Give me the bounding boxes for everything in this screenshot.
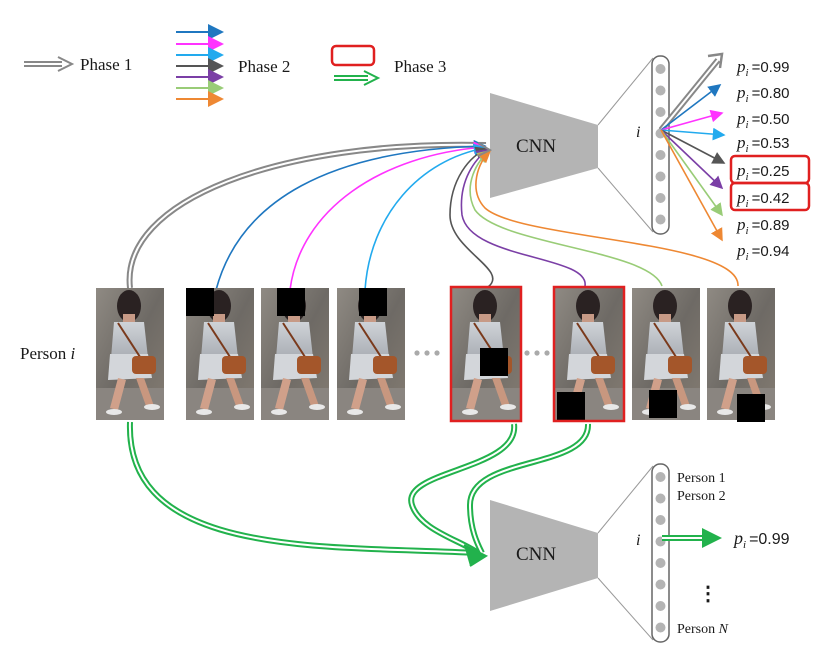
top-output-prob: pi=0.94 <box>736 241 790 263</box>
cnn-top-connector-lower <box>597 167 654 233</box>
ellipsis-dots-1 <box>414 350 440 356</box>
person-image-row <box>96 285 775 423</box>
person-image <box>552 285 626 423</box>
occlusion-patch <box>277 288 305 316</box>
neuron-node <box>655 214 666 225</box>
cnn-bottom-connector-upper <box>597 465 654 534</box>
cnn-top-connector-upper <box>597 57 654 126</box>
cnn-top-label: CNN <box>516 136 556 157</box>
neuron-node <box>655 107 666 117</box>
neuron-node <box>655 515 666 525</box>
top-output-prob: pi=0.25 <box>736 161 790 183</box>
top-neuron-index: i <box>636 124 640 141</box>
neuron-node <box>655 601 666 611</box>
top-output-arrows <box>658 52 726 242</box>
selected-frame <box>552 285 626 423</box>
top-output-prob: pi=0.99 <box>736 57 790 79</box>
top-output-prob: pi=0.89 <box>736 215 790 237</box>
neuron-node <box>655 85 666 96</box>
person-image <box>449 285 523 423</box>
top-output-prob: pi=0.53 <box>736 133 790 155</box>
top-output-prob: pi=0.42 <box>736 188 790 210</box>
neuron-node <box>655 579 666 590</box>
occlusion-patch <box>480 348 508 376</box>
legend-phase1-label: Phase 1 <box>80 55 132 74</box>
selected-frame <box>449 285 523 423</box>
neuron-node <box>655 622 666 633</box>
person-image <box>96 288 164 420</box>
bottom-output-prob: pi=0.99 <box>732 528 790 551</box>
phase3-curves <box>126 421 592 567</box>
cnn-bottom-label: CNN <box>516 544 556 565</box>
class-person-n: Person N <box>677 622 729 637</box>
person-label: Person i <box>20 344 76 363</box>
neuron-node <box>655 64 666 74</box>
legend-phase2-arrows <box>176 24 224 107</box>
legend-phase3-box <box>330 44 376 67</box>
neuron-node <box>655 472 666 482</box>
cnn-top-block <box>490 93 598 198</box>
top-neuron-column <box>651 55 670 235</box>
bottom-output-arrow <box>662 528 722 548</box>
occlusion-patch <box>737 394 765 422</box>
legend-phase2-label: Phase 2 <box>238 57 290 76</box>
phase2-curves <box>126 139 739 291</box>
person-image <box>337 288 405 420</box>
bottom-neuron-index: i <box>636 532 640 549</box>
occlusion-patch <box>649 390 677 418</box>
legend: Phase 1 Phase 2 Phase 3 <box>24 24 446 107</box>
neuron-node <box>655 493 666 504</box>
person-image <box>261 288 329 420</box>
neuron-node <box>655 193 666 203</box>
top-output-prob: pi=0.80 <box>736 83 790 105</box>
legend-phase3-arrow <box>334 70 381 86</box>
ellipsis-dots-2 <box>524 350 550 356</box>
neuron-node <box>655 171 666 182</box>
occlusion-patch <box>557 392 585 420</box>
person-image <box>632 288 700 420</box>
legend-phase3-label: Phase 3 <box>394 57 446 76</box>
occlusion-patch <box>359 288 387 316</box>
neuron-node <box>655 150 666 160</box>
top-output-prob: pi=0.50 <box>736 109 790 131</box>
cnn-bottom-block <box>490 500 598 611</box>
class-person-1: Person 1 <box>677 471 726 486</box>
legend-phase1-arrow <box>24 56 75 72</box>
person-image <box>707 288 775 422</box>
occlusion-patch <box>186 288 214 316</box>
highlight-box <box>729 181 811 212</box>
bottom-neuron-column <box>651 463 670 643</box>
person-image <box>186 288 254 420</box>
neuron-node <box>655 558 666 568</box>
class-vdots: ⋮ <box>698 583 718 605</box>
cnn-bottom-connector-lower <box>597 577 654 641</box>
class-person-2: Person 2 <box>677 489 726 504</box>
